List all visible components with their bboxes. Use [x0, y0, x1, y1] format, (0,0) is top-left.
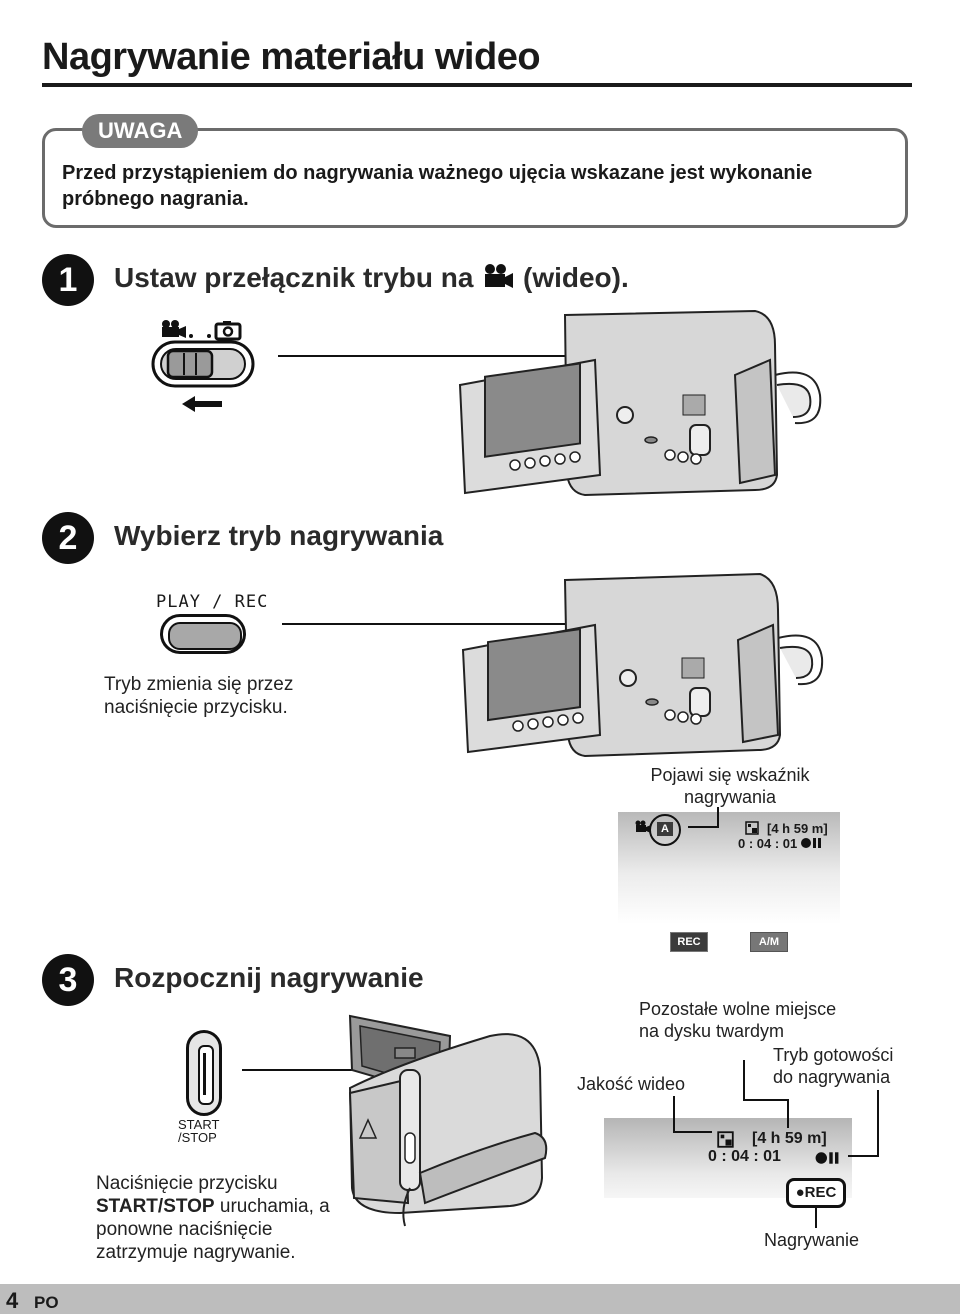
footer-bar — [0, 1284, 960, 1314]
step-1-text-before: Ustaw przełącznik trybu na — [114, 262, 474, 293]
label-recording: Nagrywanie — [764, 1230, 860, 1250]
label-remaining: Pozostałe wolne miejsce na dysku twardym — [639, 998, 836, 1042]
step-2-text: Wybierz tryb nagrywania — [114, 520, 444, 551]
language-code: PO — [34, 1293, 59, 1312]
note-text: Przed przystąpieniem do nagrywania ważne… — [62, 162, 813, 210]
video-mode-icon — [162, 320, 193, 338]
quality-icon — [717, 1131, 734, 1153]
start-stop-label: START /STOP — [178, 1118, 219, 1144]
step-3-caption-prefix: Naciśnięcie przycisku — [96, 1173, 278, 1194]
note-badge: UWAGA — [82, 114, 199, 148]
label-standby: Tryb gotowości do nagrywania — [773, 1044, 893, 1088]
step-1-text: Ustaw przełącznik trybu na (wideo). — [114, 262, 629, 297]
step-3-caption-suffix: uruchamia, a ponowne naciśnięcie zatrzym… — [96, 1196, 330, 1263]
start-stop-label-line1: START — [178, 1117, 220, 1132]
record-callout-lines — [673, 1060, 879, 1157]
camcorder-illustration-3 — [348, 1014, 548, 1227]
label-quality: Jakość wideo — [577, 1074, 686, 1094]
lcd-preview-auto — [618, 812, 840, 924]
quality-icon — [745, 821, 759, 840]
label-standby-line2: do nagrywania — [773, 1067, 891, 1087]
mode-switch[interactable] — [150, 318, 260, 418]
standby-icon — [814, 1150, 840, 1171]
camcorder-illustration-2 — [461, 572, 824, 758]
rec-indicator: ●REC — [786, 1178, 846, 1208]
record-remaining: [4 h 59 m] — [752, 1130, 827, 1147]
label-standby-line1: Tryb gotowości — [773, 1045, 894, 1065]
step-3-caption-bold: START/STOP — [96, 1196, 215, 1217]
start-stop-label-line2: /STOP — [178, 1130, 217, 1145]
play-rec-label: PLAY / REC — [156, 592, 269, 612]
arrow-left-icon — [182, 396, 222, 412]
auto-mode-indicator: A — [657, 822, 673, 836]
auto-time: 0 : 04 : 01 — [738, 836, 798, 851]
auto-indicator-caption-line1: Pojawi się wskaźnik — [650, 765, 810, 785]
video-mode-icon — [481, 262, 515, 297]
page-number: 4 — [6, 1288, 19, 1313]
note-box — [42, 128, 908, 228]
step-2-caption: Tryb zmienia się przez naciśnięcie przyc… — [104, 674, 294, 718]
start-stop-button[interactable] — [186, 1030, 222, 1116]
step-1-number: 1 — [42, 254, 94, 306]
camcorder-illustration-1 — [458, 309, 822, 497]
title-rule — [42, 83, 912, 87]
photo-mode-icon — [207, 321, 242, 341]
label-remaining-line1: Pozostałe wolne miejsce — [639, 999, 837, 1019]
step-3-text: Rozpocznij nagrywanie — [114, 962, 424, 993]
standby-icon — [800, 836, 822, 855]
label-remaining-line2: na dysku twardym — [639, 1021, 785, 1041]
rec-callout-line — [815, 1208, 817, 1228]
page-title: Nagrywanie materiału wideo — [42, 36, 541, 78]
video-mode-icon — [634, 820, 652, 839]
step-3-number: 3 — [42, 954, 94, 1006]
auto-remaining: [4 h 59 m] — [767, 821, 828, 836]
rec-button[interactable]: REC — [670, 932, 708, 952]
play-rec-button[interactable] — [160, 614, 246, 654]
record-time: 0 : 04 : 01 — [708, 1148, 781, 1165]
auto-manual-button[interactable]: A/M — [750, 932, 788, 952]
step-1-text-after: (wideo). — [523, 262, 629, 293]
step-2-number: 2 — [42, 512, 94, 564]
step-3-caption: Naciśnięcie przycisku START/STOP urucham… — [96, 1172, 336, 1264]
